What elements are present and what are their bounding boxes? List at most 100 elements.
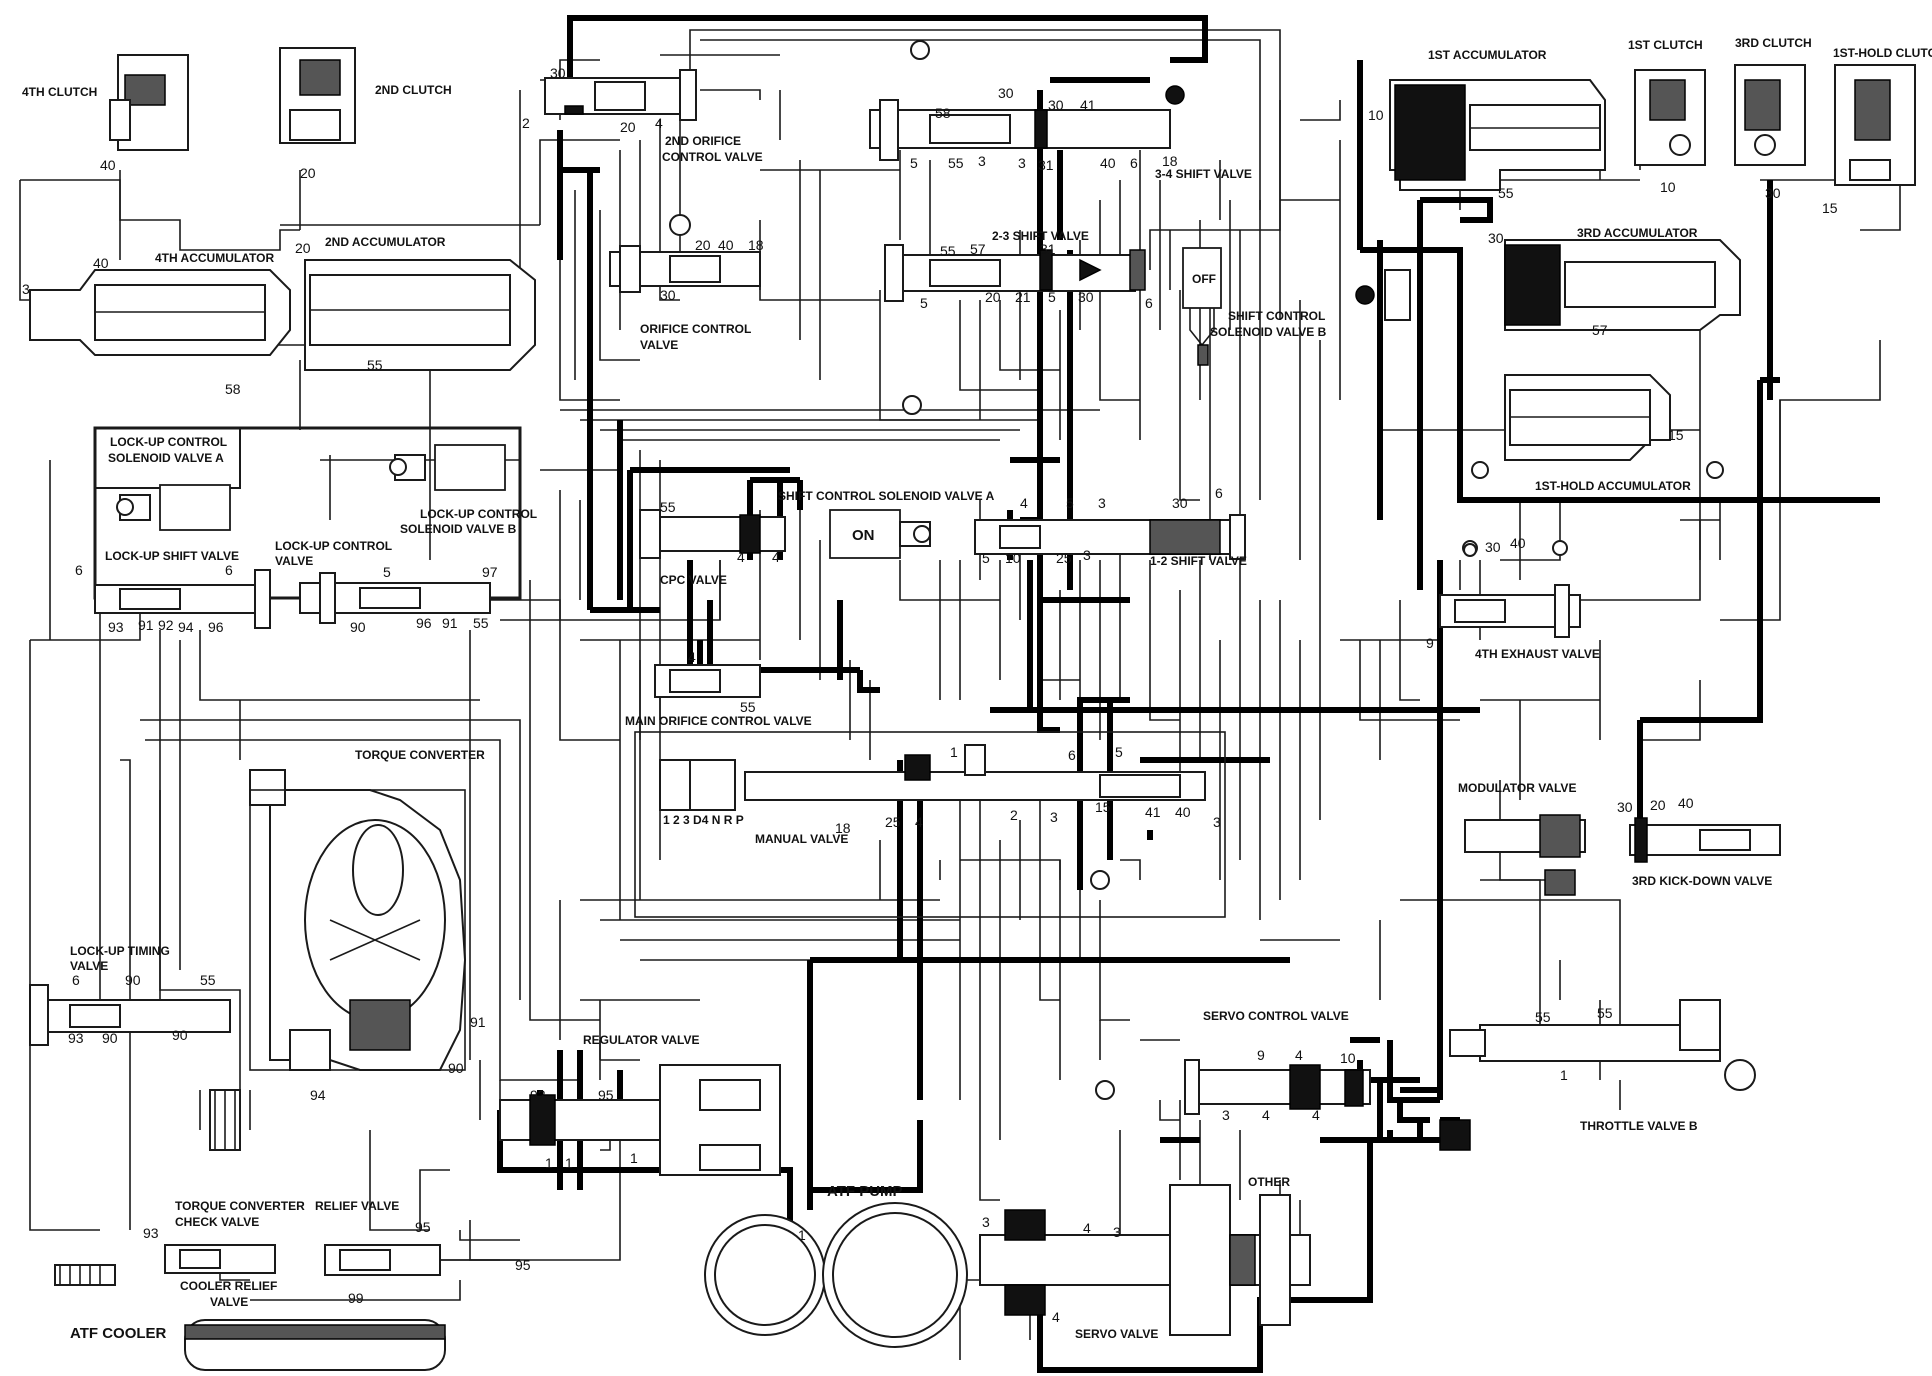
lockup-solenoid-a bbox=[116, 484, 231, 531]
port-number: 5 bbox=[1115, 744, 1123, 760]
port-number: 91 bbox=[442, 615, 458, 631]
port-number: 1 bbox=[565, 1155, 573, 1171]
port-number: 40 bbox=[100, 157, 116, 173]
label-solenoid-off: OFF bbox=[1192, 272, 1216, 286]
port-number: 95 bbox=[515, 1257, 531, 1273]
port-number: 6 bbox=[1145, 295, 1153, 311]
label-3rd-kickdown: 3RD KICK-DOWN VALVE bbox=[1632, 874, 1772, 888]
label-3rd-accumulator: 3RD ACCUMULATOR bbox=[1577, 226, 1698, 240]
label-2nd-orifice: 2ND ORIFICE bbox=[665, 134, 741, 148]
label-manual-positions: 1 2 3 D4 N R P bbox=[663, 813, 744, 827]
port-number: 40 bbox=[1100, 155, 1116, 171]
label-throttle-b: THROTTLE VALVE B bbox=[1580, 1119, 1698, 1133]
port-number: 30 bbox=[550, 65, 566, 81]
port-number: 55 bbox=[200, 972, 216, 988]
port-number: 57 bbox=[970, 241, 986, 257]
port-number: 96 bbox=[208, 619, 224, 635]
port-number: 18 bbox=[835, 820, 851, 836]
port-number: 6 bbox=[1215, 485, 1223, 501]
valve-lockup-control bbox=[299, 572, 491, 624]
port-number: 4 bbox=[1262, 1107, 1270, 1123]
label-atf-pump: ATF PUMP bbox=[827, 1183, 903, 1200]
port-number: 55 bbox=[948, 155, 964, 171]
port-number: 3 bbox=[1098, 495, 1106, 511]
port-number: 30 bbox=[1048, 97, 1064, 113]
port-number: 10 bbox=[1005, 550, 1021, 566]
label-atf-cooler: ATF COOLER bbox=[70, 1325, 167, 1342]
port-number: 58 bbox=[935, 105, 951, 121]
label-regulator-valve: REGULATOR VALVE bbox=[583, 1033, 699, 1047]
port-number: 57 bbox=[1592, 322, 1608, 338]
port-number: 5 bbox=[910, 155, 918, 171]
lockup-solenoid-b bbox=[389, 444, 506, 491]
port-number: 3 bbox=[1222, 1107, 1230, 1123]
port-number: 5 bbox=[982, 550, 990, 566]
atf-pump bbox=[704, 1202, 968, 1348]
clutch-3rd bbox=[1734, 64, 1806, 166]
valve-orifice-control bbox=[609, 214, 761, 293]
port-number: 90 bbox=[350, 619, 366, 635]
port-number: 10 bbox=[1368, 107, 1384, 123]
valve-tc-check bbox=[164, 1244, 276, 1274]
port-number: 18 bbox=[1162, 153, 1178, 169]
port-number: 4 bbox=[1295, 1047, 1303, 1063]
port-number: 2 bbox=[1010, 807, 1018, 823]
valve-cpc bbox=[639, 509, 786, 559]
label-4th-accumulator: 4TH ACCUMULATOR bbox=[155, 251, 274, 265]
port-numbers: 40 20 30 2 20 4 58 5 55 3 3 31 30 41 40 … bbox=[22, 65, 1838, 1325]
port-number: 30 bbox=[660, 287, 676, 303]
port-number: 20 bbox=[1650, 797, 1666, 813]
port-number: 5 bbox=[383, 564, 391, 580]
port-number: 90 bbox=[448, 1060, 464, 1076]
port-number: 55 bbox=[1498, 185, 1514, 201]
label-3rd-clutch: 3RD CLUTCH bbox=[1735, 36, 1812, 50]
label-1st-hold-accumulator: 1ST-HOLD ACCUMULATOR bbox=[1535, 479, 1691, 493]
port-number: 55 bbox=[473, 615, 489, 631]
label-cpc-valve: CPC VALVE bbox=[660, 573, 727, 587]
label-2-3-shift-valve: 2-3 SHIFT VALVE bbox=[992, 229, 1089, 243]
label-lockup-sol-a-1: LOCK-UP CONTROL bbox=[110, 435, 227, 449]
port-number: 55 bbox=[1535, 1009, 1551, 1025]
port-number: 93 bbox=[143, 1225, 159, 1241]
port-number: 3 bbox=[22, 281, 30, 297]
port-number: 90 bbox=[172, 1027, 188, 1043]
label-1st-clutch: 1ST CLUTCH bbox=[1628, 38, 1703, 52]
port-number: 94 bbox=[310, 1087, 326, 1103]
port-number: 3 bbox=[1213, 814, 1221, 830]
accumulator-3rd bbox=[1504, 239, 1741, 331]
valve-regulator bbox=[499, 1064, 781, 1176]
valve-lockup-shift bbox=[94, 569, 271, 629]
shift-control-solenoid-a bbox=[829, 509, 931, 559]
port-number: 9 bbox=[1426, 635, 1434, 651]
valve-3rd-kickdown bbox=[1629, 817, 1781, 863]
port-number: 95 bbox=[415, 1219, 431, 1235]
port-number: 30 bbox=[998, 85, 1014, 101]
port-number: 3 bbox=[978, 153, 986, 169]
port-number: 91 bbox=[470, 1014, 486, 1030]
port-number: 15 bbox=[1822, 200, 1838, 216]
label-2nd-accumulator: 2ND ACCUMULATOR bbox=[325, 235, 446, 249]
port-number: 30 bbox=[1172, 495, 1188, 511]
port-number: 3 bbox=[982, 1214, 990, 1230]
port-number: 40 bbox=[1510, 535, 1526, 551]
port-number: 15 bbox=[1668, 427, 1684, 443]
port-number: 93 bbox=[68, 1030, 84, 1046]
port-number: 55 bbox=[940, 243, 956, 259]
valve-2-3-shift bbox=[884, 244, 1146, 302]
port-number: 20 bbox=[295, 240, 311, 256]
port-number: 58 bbox=[225, 381, 241, 397]
port-number: 30 bbox=[1488, 230, 1504, 246]
label-4th-exhaust: 4TH EXHAUST VALVE bbox=[1475, 647, 1600, 661]
label-orifice-control-valve: VALVE bbox=[640, 338, 678, 352]
label-torque-converter: TORQUE CONVERTER bbox=[355, 748, 485, 762]
port-number: 1 bbox=[798, 1227, 806, 1243]
port-number: 30 bbox=[1078, 289, 1094, 305]
accumulator-2nd bbox=[304, 259, 536, 371]
port-number: 55 bbox=[740, 699, 756, 715]
port-number: 92 bbox=[158, 617, 174, 633]
port-number: 55 bbox=[367, 357, 383, 373]
port-number: 20 bbox=[300, 165, 316, 181]
port-number: 3 bbox=[1083, 547, 1091, 563]
accumulator-4th bbox=[29, 269, 291, 356]
port-number: 4 bbox=[915, 814, 923, 830]
